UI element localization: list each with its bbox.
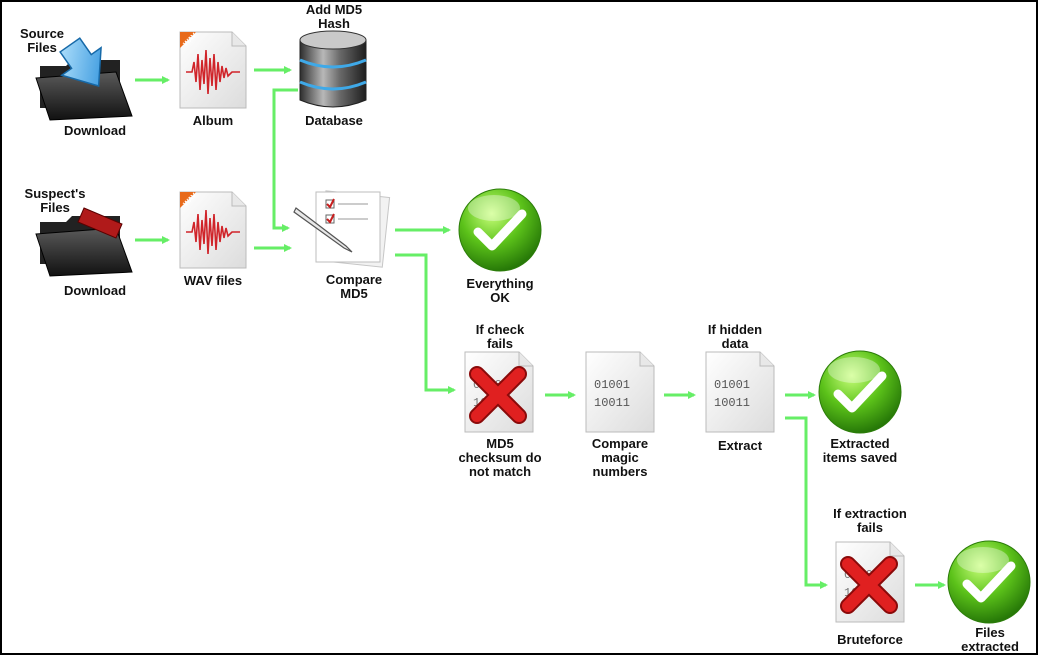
wav-album-icon: WAV (179, 31, 247, 109)
check-icon-ok (458, 188, 542, 272)
connectors (135, 66, 946, 589)
bruteforce-label: Bruteforce (837, 632, 903, 647)
binary-doc-magic-icon: 01001 10011 (585, 351, 655, 433)
arrow-compare-to-fail (395, 253, 456, 394)
svg-text:01001: 01001 (594, 378, 630, 392)
compare-md5-label: Compare MD5 (325, 272, 383, 301)
if-hidden-data-label: If hidden data (707, 322, 763, 351)
extracted-items-saved-label: Extracted items saved (822, 436, 898, 465)
database-icon (299, 30, 367, 108)
wav-files-label: WAV files (183, 273, 243, 288)
extract-label: Extract (717, 438, 763, 453)
binary-doc-bruteforce-icon: 01001 10011 (835, 541, 905, 623)
suspect-folder-icon (35, 207, 133, 277)
svg-text:10011: 10011 (714, 396, 750, 410)
check-icon-files (947, 540, 1031, 624)
binary-doc-fail-icon: 01001 10011 (464, 351, 534, 433)
everything-ok-label: Everything OK (466, 276, 534, 305)
download-bottom-label: Download (63, 283, 127, 298)
add-md5-hash-label: Add MD5 Hash (305, 2, 363, 31)
suspects-files-label: Suspect's Files (24, 186, 86, 215)
if-extraction-fails-label: If extraction fails (833, 506, 907, 535)
md5-no-match-label: MD5 checksum do not match (458, 436, 542, 479)
compare-magic-label: Compare magic numbers (591, 436, 649, 479)
source-files-label: Source Files (19, 26, 65, 55)
checklist-pen-icon (293, 190, 391, 268)
source-folder-icon (35, 37, 133, 121)
arrow-database-to-compare (272, 88, 298, 232)
wav-files-icon: WAV (179, 191, 247, 269)
if-check-fails-label: If check fails (475, 322, 525, 351)
album-label: Album (192, 113, 234, 128)
arrow-extract-to-bruteforce (785, 416, 828, 589)
svg-text:01001: 01001 (714, 378, 750, 392)
download-top-label: Download (63, 123, 127, 138)
binary-doc-extract-icon: 01001 10011 (705, 351, 775, 433)
svg-text:10011: 10011 (594, 396, 630, 410)
files-extracted-label: Files extracted (961, 625, 1019, 654)
database-label: Database (305, 113, 363, 128)
check-icon-saved (818, 350, 902, 434)
